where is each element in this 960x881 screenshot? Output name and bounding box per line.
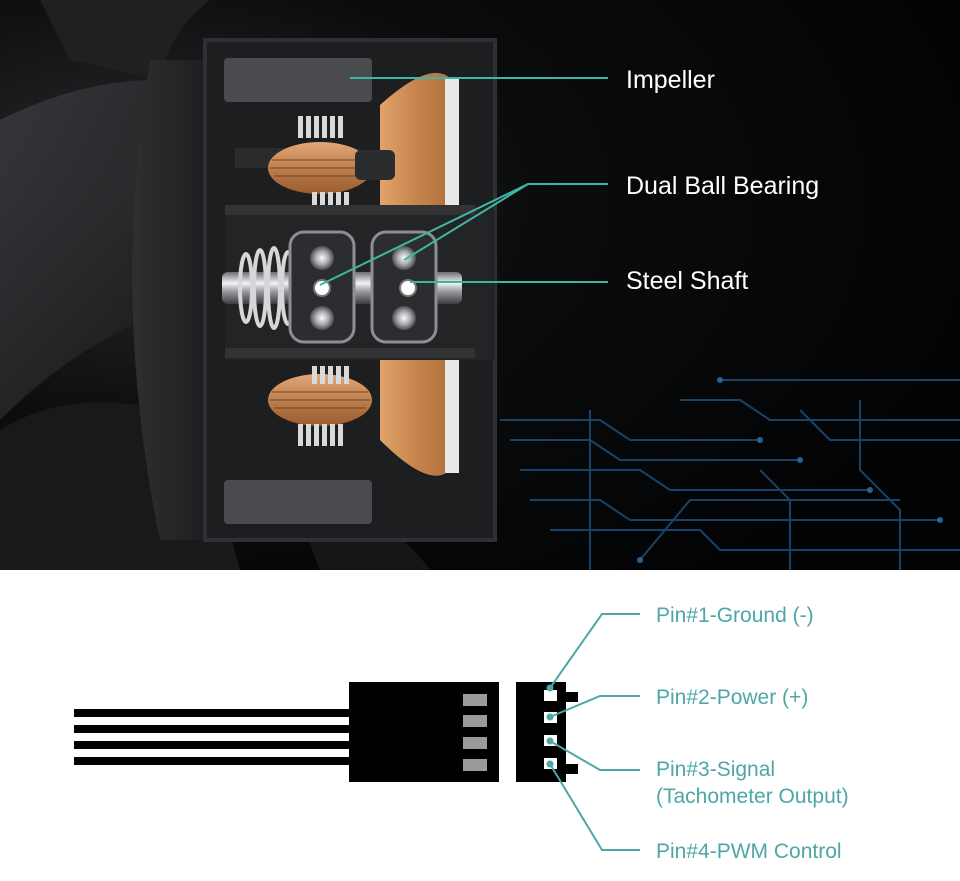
pcb-traces bbox=[500, 379, 960, 570]
pin2-label: Pin#2-Power (+) bbox=[656, 686, 808, 709]
pin2-leader-line bbox=[549, 695, 640, 718]
stator-coil bbox=[268, 366, 372, 446]
impeller-label: Impeller bbox=[626, 66, 715, 94]
dual-ball-bearing-label: Dual Ball Bearing bbox=[626, 172, 819, 200]
pin1-leader-line bbox=[549, 613, 640, 689]
ball-bearing bbox=[288, 230, 356, 344]
fan-blade bbox=[40, 0, 210, 80]
pin4-leader-line bbox=[549, 763, 640, 851]
steel-shaft-label: Steel Shaft bbox=[626, 267, 748, 295]
ball-bearing bbox=[370, 230, 438, 344]
pin4-label: Pin#4-PWM Control bbox=[656, 840, 842, 863]
pin3-label: Pin#3-Signal bbox=[656, 758, 775, 781]
pin3-sublabel: (Tachometer Output) bbox=[656, 785, 849, 808]
impeller-block bbox=[224, 58, 372, 102]
connector-wires bbox=[74, 709, 352, 765]
connector-pinout-diagram: Pin#1-Ground (-) Pin#2-Power (+) Pin#3-S… bbox=[0, 570, 960, 881]
pin3-leader-line bbox=[549, 740, 640, 771]
impeller-block bbox=[224, 480, 372, 524]
female-contacts bbox=[463, 694, 487, 771]
connector-male-header bbox=[516, 682, 566, 782]
hub-face bbox=[132, 60, 215, 540]
pin1-label: Pin#1-Ground (-) bbox=[656, 604, 814, 627]
bearing-leader-line bbox=[403, 183, 529, 261]
stator-coil bbox=[235, 116, 395, 210]
motor-cross-section-illustration: Impeller Dual Ball Bearing Steel Shaft bbox=[0, 0, 960, 570]
